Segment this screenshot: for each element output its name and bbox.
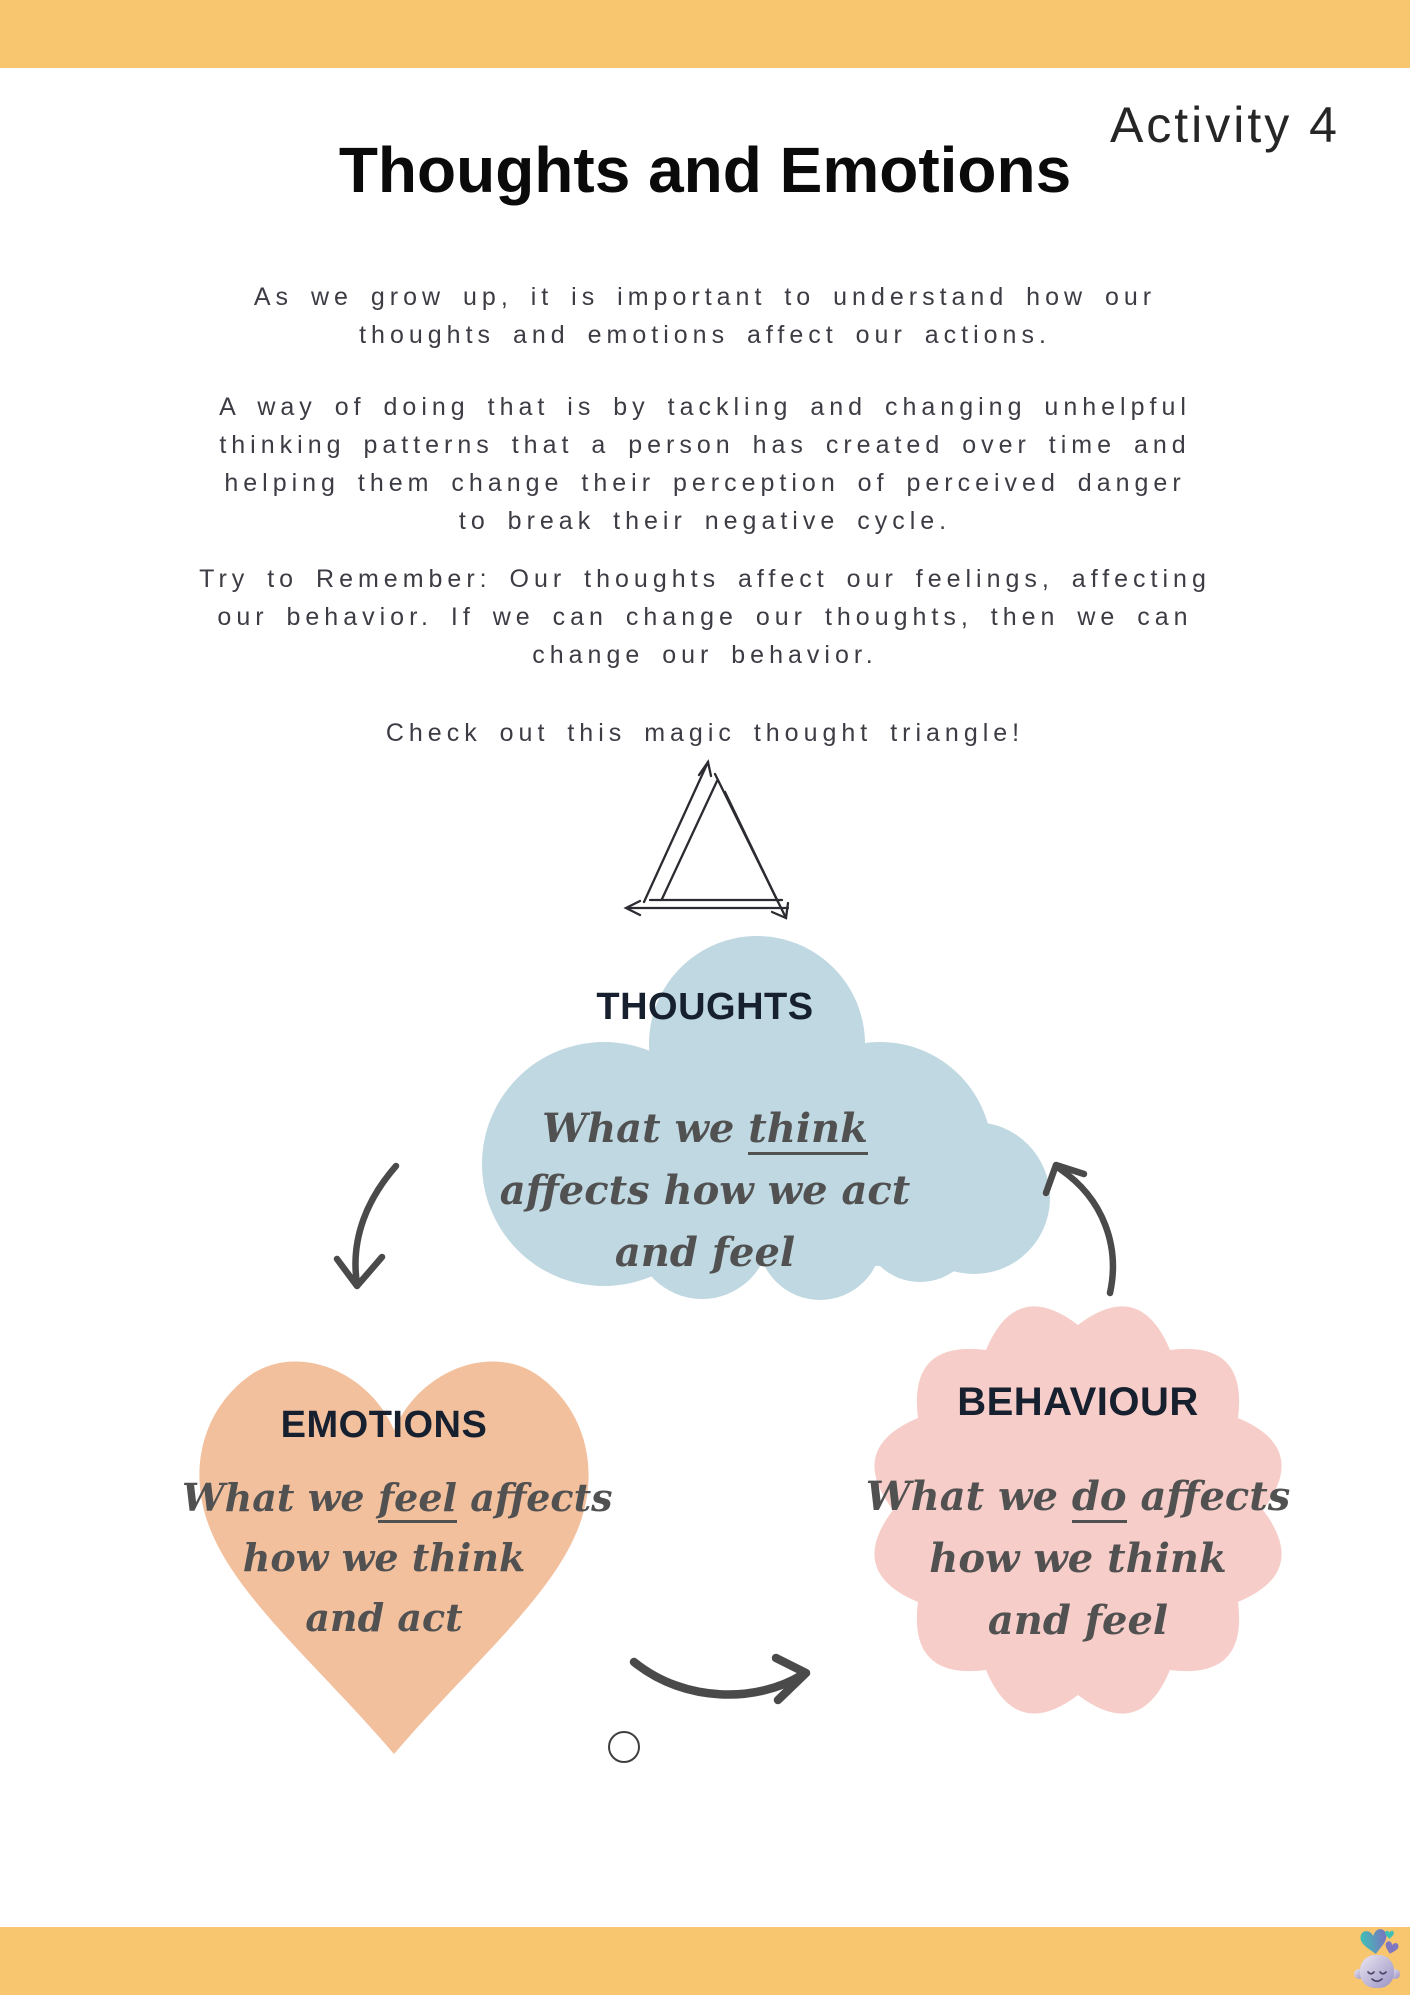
- paragraph-line: Try to Remember: Our thoughts affect our…: [199, 565, 1211, 593]
- flowerpot-face-mascot-icon: [1354, 1929, 1400, 1988]
- caption-text: how we think: [242, 1535, 526, 1580]
- emotions-caption: What we feel affects how we think and ac…: [182, 1468, 613, 1648]
- behaviour-heading: BEHAVIOUR: [957, 1380, 1199, 1424]
- paragraph-line: thinking patterns that a person has crea…: [219, 431, 1191, 459]
- activity-label: Activity 4: [1109, 97, 1340, 153]
- thoughts-heading: THOUGHTS: [596, 986, 814, 1028]
- caption-text: affects how we act: [499, 1167, 911, 1214]
- bottom-banner: [0, 1927, 1410, 1995]
- emotions-heading: EMOTIONS: [280, 1404, 488, 1446]
- paragraph-line: A way of doing that is by tackling and c…: [219, 393, 1191, 421]
- paragraph-line: change our behavior.: [532, 641, 878, 669]
- down-arrow-icon: [333, 1162, 400, 1290]
- caption-text: affects: [1126, 1473, 1291, 1520]
- intro-paragraph-3: Try to Remember: Our thoughts affect our…: [0, 560, 1410, 674]
- caption-text: What we: [865, 1473, 1072, 1520]
- caption-text: and feel: [614, 1229, 796, 1276]
- up-arrow-icon: [1042, 1161, 1117, 1297]
- caption-text: and feel: [987, 1597, 1169, 1644]
- triangle-cycle-sketch-icon: [623, 759, 790, 920]
- paragraph-line: our behavior. If we can change our thoug…: [217, 603, 1193, 631]
- intro-paragraph-2: A way of doing that is by tackling and c…: [0, 388, 1410, 540]
- paragraph-line: to break their negative cycle.: [458, 507, 952, 535]
- intro-paragraph-1: As we grow up, it is important to unders…: [0, 278, 1410, 354]
- paragraph-line: thoughts and emotions affect our actions…: [359, 321, 1051, 349]
- circle-doodle-icon: [608, 1731, 640, 1763]
- top-banner: [0, 0, 1410, 68]
- caption-underlined-word: do: [1071, 1473, 1127, 1523]
- intro-paragraph-4: Check out this magic thought triangle!: [0, 714, 1410, 752]
- paragraph-line: Check out this magic thought triangle!: [385, 719, 1025, 747]
- caption-underlined-word: think: [748, 1105, 868, 1155]
- paragraph-line: As we grow up, it is important to unders…: [253, 283, 1157, 311]
- caption-underlined-word: feel: [377, 1475, 457, 1523]
- behaviour-caption: What we do affects how we think and feel: [848, 1466, 1308, 1652]
- paragraph-line: helping them change their perception of …: [224, 469, 1186, 497]
- caption-text: affects: [456, 1475, 613, 1520]
- heart-shape: [199, 1361, 589, 1754]
- caption-text: What we: [182, 1475, 378, 1520]
- caption-text: and act: [305, 1595, 463, 1640]
- right-arrow-icon: [629, 1653, 811, 1705]
- cloud-shape: [482, 936, 1050, 1300]
- caption-text: how we think: [929, 1535, 1227, 1582]
- thoughts-caption: What we think affects how we act and fee…: [455, 1098, 955, 1284]
- caption-text: What we: [542, 1105, 749, 1152]
- page-title: Thoughts and Emotions: [338, 134, 1072, 206]
- scallop-blob-shape: [874, 1306, 1282, 1714]
